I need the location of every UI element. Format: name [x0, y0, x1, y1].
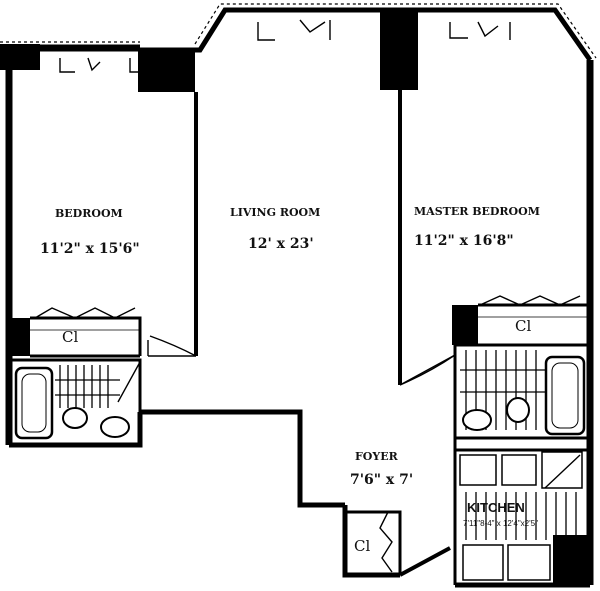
kitchen-name: KITCHEN [467, 500, 525, 515]
living-room-name: LIVING ROOM [230, 206, 320, 219]
refrigerator-icon [541, 451, 583, 489]
toilet-icon [62, 407, 88, 429]
bedroom-closet-label: Cl [62, 328, 78, 346]
sink-icon [501, 454, 537, 486]
window-details [59, 19, 511, 73]
bathtub-icon [14, 366, 54, 440]
stove-icon [459, 454, 497, 486]
bedroom-closet: Cl [30, 307, 140, 346]
bedroom-name: BEDROOM [55, 207, 123, 220]
living-room-size: 12' x 23' [248, 236, 314, 252]
bathtub-icon [544, 355, 586, 436]
bedroom-bath [14, 361, 141, 440]
master-closet-label: Cl [515, 317, 531, 335]
partitions [9, 90, 590, 585]
master-closet: Cl [478, 295, 590, 335]
kitchen-size: 7'11"8-4" x 12'4"x2'5" [463, 519, 538, 528]
sink-icon [462, 409, 492, 431]
master-bedroom-size: 11'2" x 16'8" [414, 233, 514, 249]
kitchen: KITCHEN 7'11"8-4" x 12'4"x2'5" [459, 451, 583, 581]
columns [0, 8, 590, 585]
bedroom-size: 11'2" x 15'6" [40, 241, 140, 257]
master-bath [460, 350, 586, 436]
foyer-name: FOYER [355, 450, 399, 463]
foyer-size: 7'6" x 7' [350, 472, 413, 488]
master-bedroom-name: MASTER BEDROOM [414, 205, 540, 218]
room-labels: BEDROOM 11'2" x 15'6" LIVING ROOM 12' x … [40, 205, 540, 488]
foyer-closet: Cl [345, 510, 402, 575]
toilet-icon [506, 397, 530, 423]
sink-icon [100, 416, 130, 438]
foyer-closet-label: Cl [354, 537, 370, 555]
